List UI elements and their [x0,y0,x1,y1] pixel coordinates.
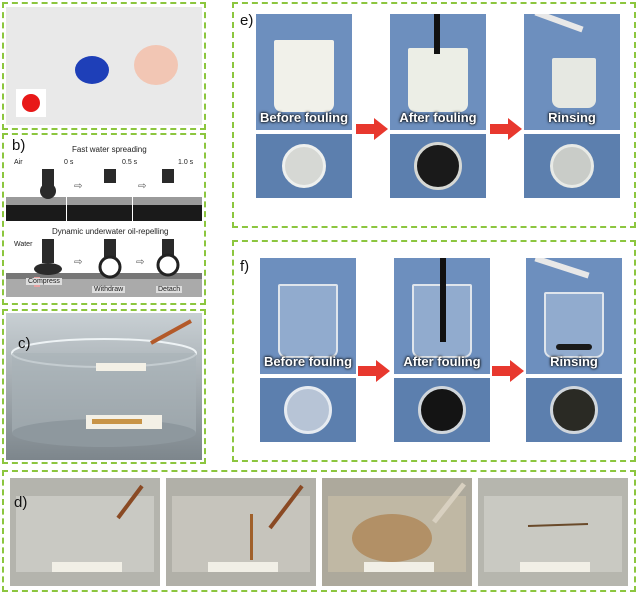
panel-b: b) Fast water spreading Air 0 s 0.5 s 1.… [2,133,206,305]
f-rinse-beaker: Rinsing [526,258,622,374]
e-before-topview [256,134,352,198]
e-arrow-2 [490,118,522,140]
row1-time-2: 1.0 s [178,159,194,166]
panel-c: c) [2,309,206,464]
step-detach: Detach [156,286,183,293]
row2-title: Dynamic underwater oil-repelling [52,227,169,236]
panel-d-photo-2 [166,478,316,586]
svg-text:⇨: ⇨ [138,181,146,192]
panel-d-photo-4 [478,478,628,586]
pink-droplet [134,45,178,85]
f-rinse-topview [526,378,622,442]
panel-a-photo [6,7,202,125]
e-arrow-1 [356,118,388,140]
panel-f: f) Before fouling After fouling Rinsing [232,240,636,462]
e-after-beaker: After fouling [390,14,486,130]
e-caption-before: Before fouling [259,110,349,125]
panel-a: a) [2,2,206,130]
svg-text:⇨: ⇨ [136,257,144,268]
f-arrow-2 [492,360,524,382]
row1-medium: Air [14,159,23,166]
panel-d-label: d) [14,494,28,511]
svg-text:⇨: ⇨ [74,257,82,268]
panel-d-photo-1 [10,478,160,586]
blue-droplet [75,56,109,84]
e-caption-rinsing: Rinsing [548,110,596,125]
f-after-topview [394,378,490,442]
panel-d-photo-3 [322,478,472,586]
panel-b-label: b) [12,137,26,154]
water-spreading-frames: ⇨ ⇨ [6,169,202,221]
e-rinse-topview [524,134,620,198]
e-before-beaker: Before fouling [256,14,352,130]
f-caption-rinsing: Rinsing [550,354,598,369]
row1-time-1: 0.5 s [122,159,138,166]
row2-medium: Water [14,241,33,248]
f-after-beaker: After fouling [394,258,490,374]
panel-c-label: c) [18,335,31,352]
f-arrow-1 [358,360,390,382]
panel-e-label: e) [240,12,254,29]
panel-e: e) Before fouling After fouling Rinsing [232,2,636,228]
f-before-beaker: Before fouling [260,258,356,374]
panel-d: d) [2,470,636,592]
row1-time-0: 0 s [64,159,74,166]
panel-c-photo [6,313,202,460]
f-caption-before: Before fouling [263,354,353,369]
f-before-topview [260,378,356,442]
panel-f-label: f) [240,258,250,275]
step-compress: Compress [26,278,62,285]
f-caption-after: After fouling [403,354,481,369]
step-withdraw: Withdraw [92,286,126,293]
row1-title: Fast water spreading [72,145,147,154]
e-after-topview [390,134,486,198]
e-rinse-beaker: Rinsing [524,14,620,130]
svg-text:⇨: ⇨ [74,181,82,192]
e-caption-after: After fouling [399,110,477,125]
